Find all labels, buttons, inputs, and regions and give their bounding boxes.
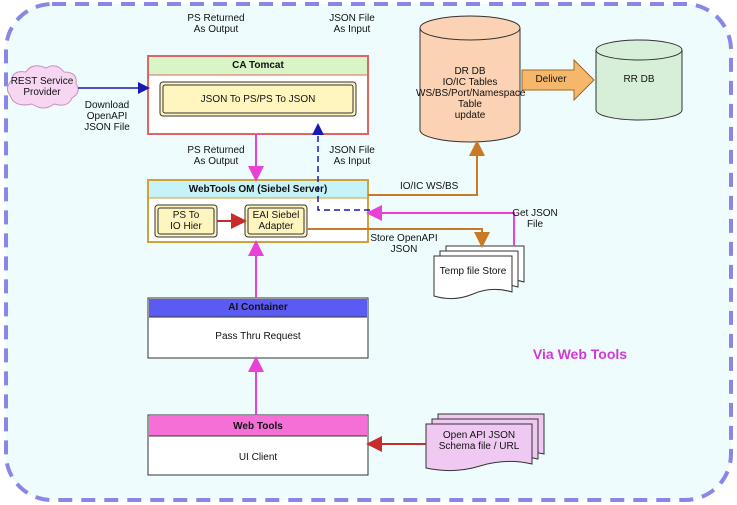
- ai-container-box: [147, 297, 369, 359]
- web-tools-box: [147, 414, 369, 476]
- arrow-temp-to-om: [366, 205, 515, 246]
- rr-db-cylinder: [595, 39, 683, 121]
- rr-db-text: RR DB: [623, 74, 655, 85]
- temp-store-text: Temp file Store: [439, 266, 507, 277]
- ai-container-body: Pass Thru Request: [215, 331, 301, 342]
- label-deliver: Deliver: [535, 74, 567, 85]
- ca-tomcat-title: CA Tomcat: [232, 60, 284, 71]
- label-via-web-tools: Via Web Tools: [532, 346, 628, 362]
- web-tools-title: Web Tools: [233, 421, 283, 432]
- ai-container-title: AI Container: [228, 302, 288, 313]
- webtools-om-box: [147, 179, 369, 243]
- ca-tomcat-box: [147, 55, 369, 135]
- deliver-arrow: [521, 58, 595, 102]
- open-api-document: [425, 413, 545, 472]
- web-tools-body: UI Client: [238, 452, 278, 463]
- arrow-om-to-tomcat-dashed: [312, 123, 370, 211]
- rest-provider-cloud: [6, 65, 79, 109]
- temp-file-store: [433, 245, 525, 300]
- arrow-om-to-temp: [307, 228, 490, 248]
- label-ioic-wsbs: IO/IC WS/BS: [400, 181, 459, 192]
- arrow-om-to-drdb: [368, 140, 485, 196]
- dr-db-cylinder: [419, 15, 521, 143]
- ca-tomcat-inner: JSON To PS/PS To JSON: [200, 94, 316, 105]
- webtools-om-title: WebTools OM (Siebel Server): [188, 184, 328, 195]
